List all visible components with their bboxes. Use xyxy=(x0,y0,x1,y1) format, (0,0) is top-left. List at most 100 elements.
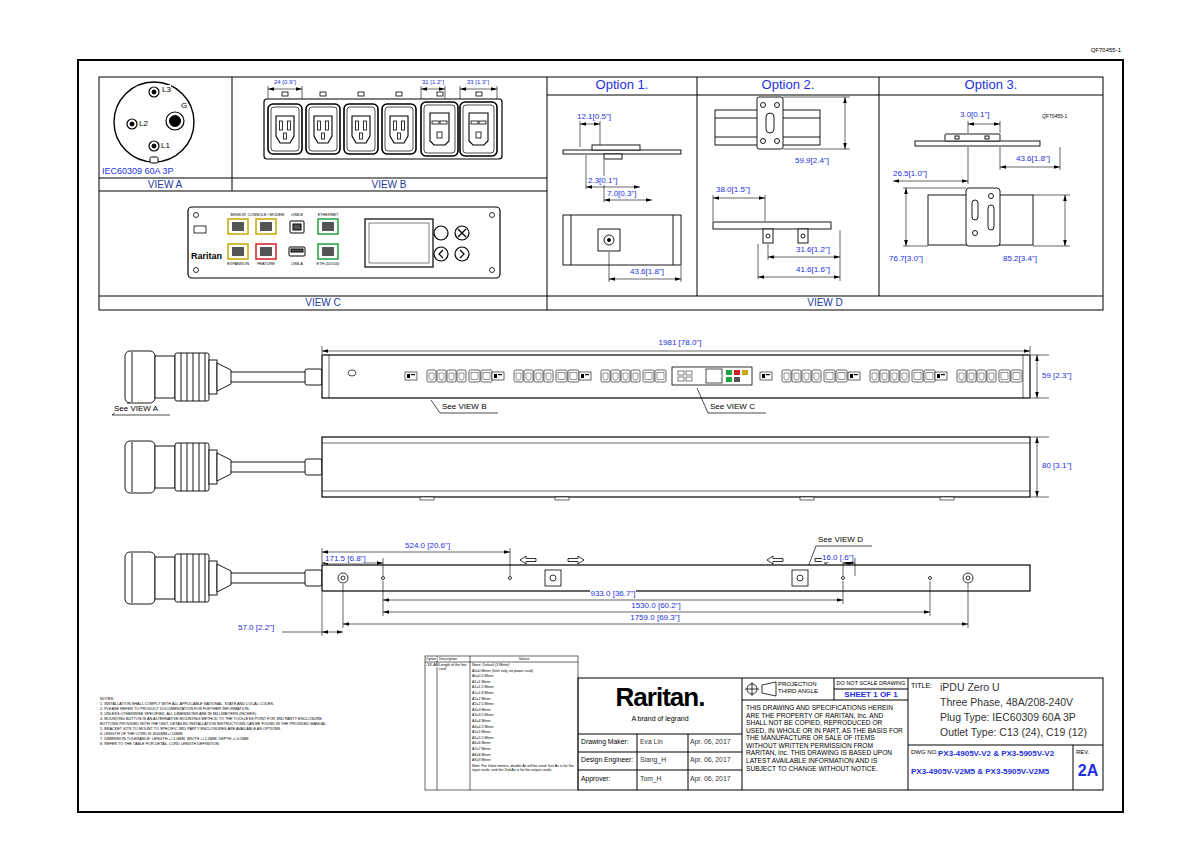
table-cell: A1=1.5 Meter xyxy=(472,685,576,689)
controller-panel-view xyxy=(260,222,272,231)
outlet-strip-view xyxy=(282,92,288,96)
note-text: 8. REFER TO THE TABLE FOR DETAIL CORD LE… xyxy=(100,742,340,747)
option-panel-text: Option 3. xyxy=(965,78,1018,93)
revision-cell-text: REV. xyxy=(1076,749,1089,756)
title-block xyxy=(578,678,1103,790)
dimension-line xyxy=(1065,195,1066,246)
bracket-option-2 xyxy=(713,222,831,229)
bracket-option-3 xyxy=(945,134,1000,141)
signature-row-text: Drawing Maker: xyxy=(581,738,629,746)
callout-text: See VIEW B xyxy=(442,402,486,411)
dimension-line xyxy=(268,89,497,90)
pdu-front-view xyxy=(678,371,684,375)
controller-panel-view xyxy=(290,221,304,233)
view-panel-text: VIEW A xyxy=(148,179,182,191)
controller-panel-view xyxy=(455,247,469,261)
signature-row-text: Apr. 06, 2017 xyxy=(690,775,730,783)
dimension-line xyxy=(343,624,968,625)
bracket-option-2 xyxy=(763,229,773,243)
table-cell: A5=5 Meter xyxy=(472,730,576,734)
bracket-option-2 xyxy=(775,103,780,108)
projection-cell-text: PROJECTION THIRD ANGLE xyxy=(778,681,832,695)
controller-panel-view xyxy=(434,226,448,240)
signature-row-text: Approver: xyxy=(581,775,610,783)
pdu-front-view xyxy=(672,367,752,385)
table-cell: A9=9 Meter xyxy=(472,758,576,762)
dimension-line xyxy=(1037,437,1038,497)
plug-type-text: IEC60309 60A 3P xyxy=(102,166,174,176)
controller-panel-view xyxy=(291,249,303,252)
pdu-back-view xyxy=(929,577,932,580)
dimension-text: 1759.0 [69.3"] xyxy=(630,613,680,622)
extension-line xyxy=(713,97,850,281)
plug-face-view xyxy=(114,82,194,163)
outlet-strip-view xyxy=(382,104,416,154)
plug-face-view xyxy=(152,90,156,94)
controller-panel-view xyxy=(194,213,199,218)
sheet-border xyxy=(78,60,1123,812)
dimension-text: 3.0[0.1"] xyxy=(960,110,990,119)
view-panel-text: VIEW B xyxy=(371,179,406,191)
signature-row: Drawing Maker:Eva LinApr. 06, 2017 xyxy=(579,734,742,752)
controller-panel-view xyxy=(318,219,338,234)
pdu-back-view xyxy=(338,556,973,586)
logo-cell-text: Raritan. xyxy=(616,683,705,713)
outlet-strip-view xyxy=(320,92,326,96)
bracket-option-2 xyxy=(801,234,805,238)
signature-row: Approver:Tom_HApr. 06, 2017 xyxy=(579,770,742,790)
bracket-option-1 xyxy=(608,239,611,242)
bracket-option-1 xyxy=(598,229,620,251)
controller-panel-view xyxy=(322,247,334,256)
outlet-strip-view xyxy=(460,102,497,156)
table-cell: A4=4.5 Meter xyxy=(472,725,576,729)
dimension-line xyxy=(460,89,497,90)
table-cell: Description xyxy=(439,657,457,661)
projection-symbol xyxy=(745,682,776,696)
disclaimer-cell: THIS DRAWING AND SPECIFICATIONS HEREIN A… xyxy=(742,700,908,790)
pdu-side-view xyxy=(420,497,434,500)
option-table xyxy=(425,656,578,790)
extension-line xyxy=(268,86,497,99)
scale-note-cell: DO NOT SCALE DRAWING xyxy=(834,678,908,689)
pdu-front-view xyxy=(706,369,722,383)
port-name: FEATURE xyxy=(257,262,274,266)
dimension-line xyxy=(713,198,765,199)
pdu-side-view xyxy=(420,497,954,500)
plug-face-view xyxy=(149,87,159,97)
table-cell: Length of the line cord xyxy=(439,663,469,671)
pdu-front-view xyxy=(734,370,740,375)
bracket-option-2 xyxy=(757,97,783,149)
pdu-side-view xyxy=(125,437,1030,500)
bracket-option-1 xyxy=(604,154,622,159)
extension-line xyxy=(322,346,1049,497)
pdu-front-view xyxy=(726,377,732,382)
dimension-line xyxy=(322,351,1030,352)
title-cell-text: TITLE: xyxy=(911,682,932,690)
option-table xyxy=(425,656,578,790)
pdu-front-view xyxy=(935,370,1022,382)
table-cell: A1=1.8 Meter xyxy=(472,691,576,695)
table-cell: Note: For Inline meters, double Ax will … xyxy=(472,764,576,772)
extension-line xyxy=(580,121,681,282)
table-cell: A3=3.5 Meter xyxy=(472,713,576,717)
bracket-option-3 xyxy=(955,136,959,139)
pdu-front-view xyxy=(686,377,692,381)
plug-face-view xyxy=(127,119,137,129)
bracket-option-2 xyxy=(798,229,808,243)
dimension-line xyxy=(322,632,343,633)
pin-name: L3 xyxy=(162,85,171,94)
extension-line xyxy=(268,86,497,99)
pdu-back-view xyxy=(338,573,348,583)
bracket-option-3 xyxy=(972,200,978,220)
controller-panel-view xyxy=(318,244,338,259)
outlet-strip-view xyxy=(437,92,443,96)
pdu-side-view xyxy=(800,497,814,500)
pdu-back-view xyxy=(125,552,1030,604)
pdu-front-view xyxy=(742,370,748,375)
bracket-option-2 xyxy=(775,139,780,144)
table-cell: A0=0.5 Meter xyxy=(472,674,576,678)
pdu-back-view xyxy=(322,565,1030,591)
table-cell: A3=3 Meter xyxy=(472,708,576,712)
port-name: USB-B xyxy=(291,213,303,217)
dimension-line xyxy=(893,124,1065,246)
